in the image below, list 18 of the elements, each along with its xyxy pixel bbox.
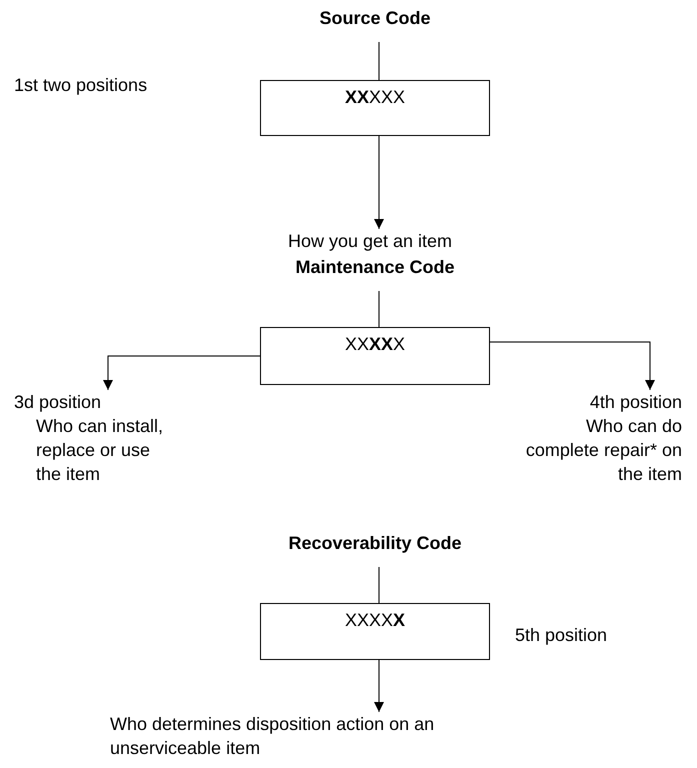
code-text: XXXXX [344,610,406,630]
position-label: 3d position [14,391,102,414]
position-note: 1st two positions [14,75,148,96]
position-label: 4th position [588,391,682,414]
position-note: 5th position [515,625,608,646]
section-heading: Maintenance Code [295,257,455,278]
description-text: Who can do complete repair* on the item [524,415,682,486]
section-heading: Recoverability Code [288,533,462,554]
arrow [374,660,384,712]
description-text: How you get an item [286,230,454,253]
code-text: XXXXX [344,334,406,354]
description-text: Who can install, replace or use the item [35,415,164,486]
section-heading: Source Code [319,8,431,29]
arrow [374,136,384,230]
code-text: XXXXX [344,87,406,107]
description-text: Who determines disposition action on an unserviceable item [110,713,436,760]
arrow [490,342,655,390]
arrow [103,356,260,390]
